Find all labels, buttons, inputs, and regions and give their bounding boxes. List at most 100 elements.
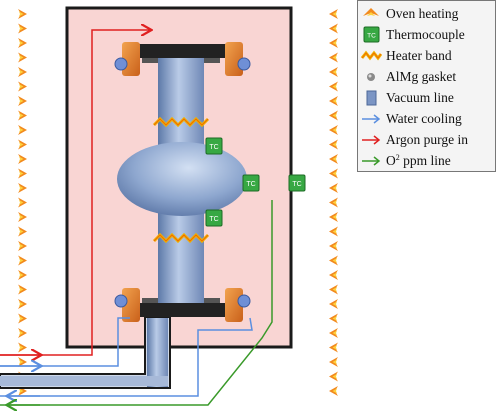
vacuum-line-icon xyxy=(366,90,377,105)
legend-item-water-cooling: Water cooling xyxy=(358,109,495,128)
legend-label: Thermocouple xyxy=(386,26,465,42)
argon-purge-line xyxy=(0,30,150,356)
flame-icon xyxy=(18,96,27,106)
water-arrow-icon xyxy=(362,113,381,124)
flame-icon xyxy=(329,212,338,222)
flame-icon xyxy=(329,241,338,251)
flame-icon xyxy=(329,125,338,135)
legend-item-thermocouple: TC Thermocouple xyxy=(358,25,495,44)
vacuum-line-riser xyxy=(147,318,168,387)
thermocouple-label: TC xyxy=(209,144,218,151)
flame-icon xyxy=(18,212,27,222)
legend-item-gasket: AlMg gasket xyxy=(358,67,495,86)
o2-arrow-icon xyxy=(362,155,381,166)
thermocouple-mid: TC xyxy=(242,174,260,192)
bottom-flange xyxy=(128,303,236,317)
flame-icon xyxy=(329,38,338,48)
flame-icon xyxy=(18,67,27,77)
clamp-top-right xyxy=(225,42,251,76)
o2-ppm-line xyxy=(0,200,273,406)
legend-label: Argon purge in xyxy=(386,131,468,147)
flame-icon xyxy=(329,23,338,34)
oven-heating-right xyxy=(329,9,338,396)
flame-icon xyxy=(329,226,338,237)
gasket-icon xyxy=(367,72,375,81)
thermocouple-icon: TC xyxy=(363,26,380,42)
gasket xyxy=(142,58,158,63)
flame-icon xyxy=(18,328,27,338)
flame-icon xyxy=(18,38,27,48)
flame-icon xyxy=(18,241,27,251)
flame-icon xyxy=(18,197,27,208)
legend-label: Water cooling xyxy=(386,110,462,126)
thermocouple-label: TC xyxy=(246,181,255,188)
thermocouple-label: TC xyxy=(367,32,376,39)
thermocouple-lower: TC xyxy=(205,209,223,227)
o2-superscript: 2 xyxy=(395,152,400,162)
flame-icon xyxy=(18,52,27,63)
flame-icon xyxy=(329,270,338,280)
flame-icon xyxy=(329,96,338,106)
vessel-bulge xyxy=(117,142,247,216)
flame-icon xyxy=(18,23,27,34)
flame-icon xyxy=(18,357,27,367)
flame-icon xyxy=(18,125,27,135)
legend-item-argon-purge: Argon purge in xyxy=(358,130,495,149)
flame-icon xyxy=(329,357,338,367)
flame-icon xyxy=(329,328,338,338)
flame-icon xyxy=(329,342,338,353)
flame-icon xyxy=(329,284,338,295)
flame-icon xyxy=(329,110,338,121)
flame-icon xyxy=(18,168,27,179)
flame-icon xyxy=(18,299,27,309)
legend-item-oven-heating: Oven heating xyxy=(358,4,495,23)
flame-icon xyxy=(329,255,338,266)
legend-label: Heater band xyxy=(386,47,452,63)
heater-band-top-core xyxy=(153,118,209,126)
flame-icon xyxy=(329,9,338,19)
legend-label: AlMg gasket xyxy=(386,68,457,84)
flame-icon xyxy=(18,81,27,92)
flame-icon xyxy=(18,154,27,164)
flame-icon xyxy=(329,139,338,150)
flame-icon xyxy=(18,270,27,280)
clamp-top-left xyxy=(114,42,140,76)
legend-item-vacuum-line: Vacuum line xyxy=(358,88,495,107)
legend-label-o2: O2 ppm line xyxy=(386,153,451,169)
oven-heating-left xyxy=(18,9,27,396)
water-cooling-in xyxy=(0,317,130,367)
gasket xyxy=(204,58,220,63)
flame-icon xyxy=(329,197,338,208)
legend-label: Oven heating xyxy=(386,5,459,21)
flame-icon xyxy=(18,342,27,353)
flame-icon xyxy=(18,9,27,19)
flame-icon xyxy=(363,7,379,16)
flame-icon xyxy=(18,255,27,266)
heater-band-icon xyxy=(360,50,382,60)
flame-icon xyxy=(329,168,338,179)
flame-icon xyxy=(18,313,27,324)
thermocouple-upper: TC xyxy=(205,137,223,155)
flame-icon xyxy=(18,284,27,295)
thermocouple-oven: TC xyxy=(288,174,306,192)
flame-icon xyxy=(329,52,338,63)
gasket xyxy=(142,298,158,303)
flame-icon xyxy=(329,313,338,324)
flame-icon xyxy=(329,183,338,193)
flame-icon xyxy=(18,183,27,193)
legend-item-o2-line: O2 ppm line xyxy=(358,151,495,170)
thermocouple-label: TC xyxy=(209,216,218,223)
argon-arrow-icon xyxy=(362,134,381,145)
clamp-bottom-right xyxy=(225,288,251,322)
gasket xyxy=(204,298,220,303)
vacuum-line-horizontal xyxy=(0,376,168,386)
flame-icon xyxy=(18,226,27,237)
flame-icon xyxy=(329,299,338,309)
o2-rest: ppm line xyxy=(399,152,451,168)
clamp-bottom-left xyxy=(114,288,140,322)
flame-icon xyxy=(18,139,27,150)
flame-icon xyxy=(329,154,338,164)
water-cooling-out xyxy=(0,317,253,397)
legend-item-heater-band: Heater band xyxy=(358,46,495,65)
